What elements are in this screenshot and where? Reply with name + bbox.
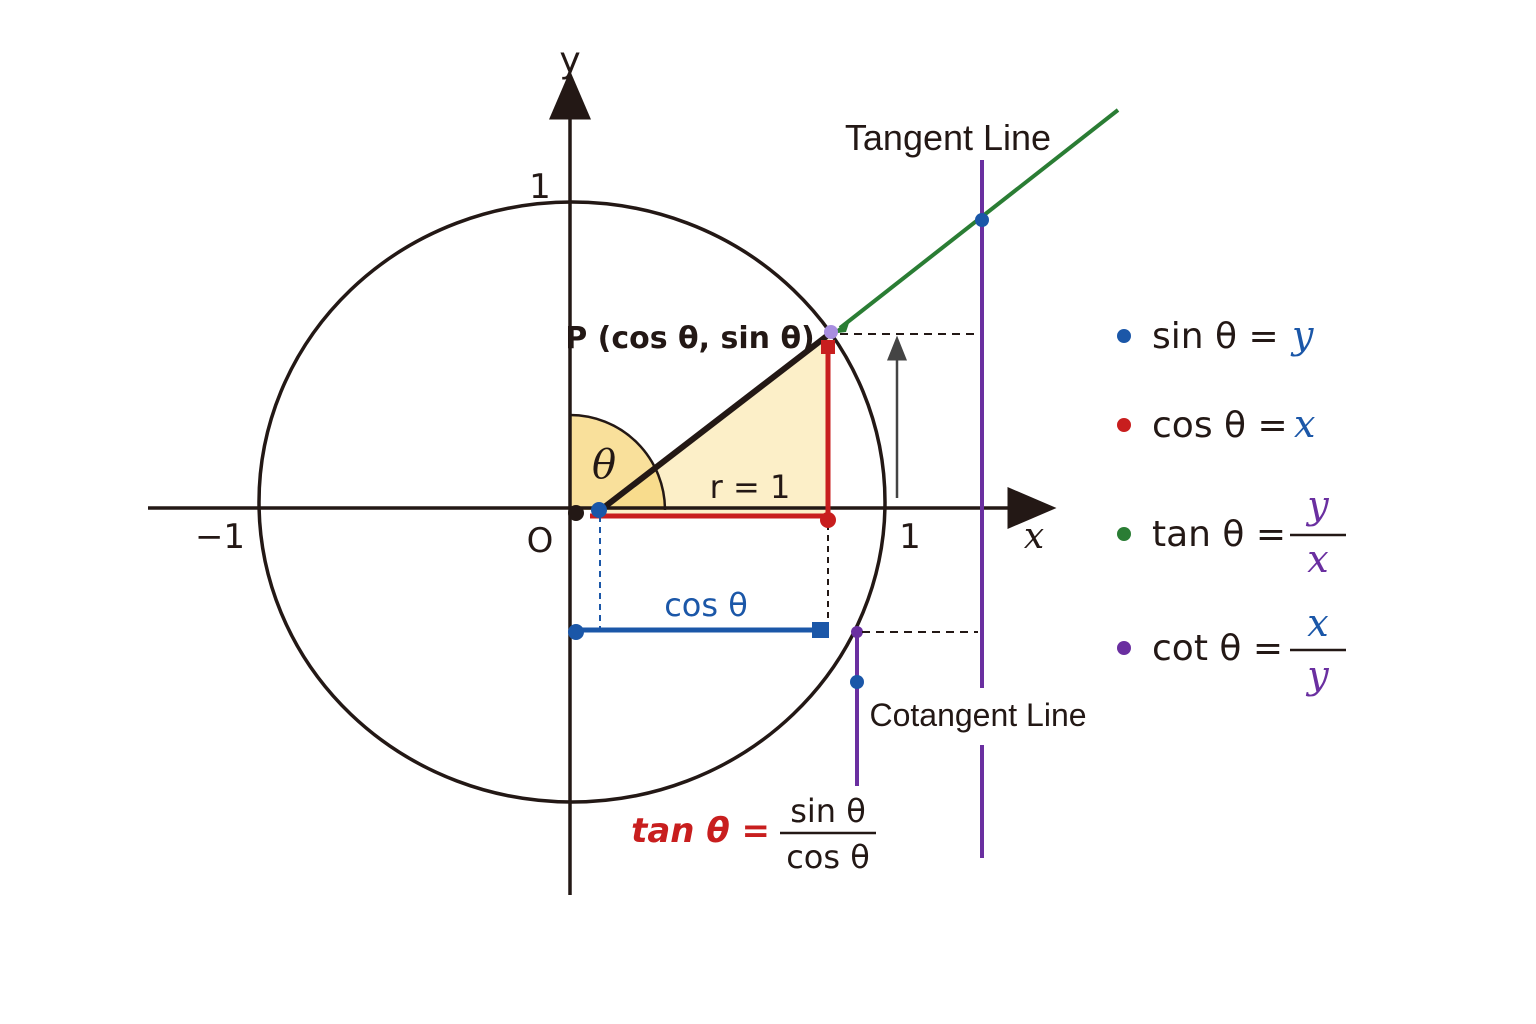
legend-cos-lhs: cos θ = — [1152, 405, 1288, 446]
cotangent-point-top — [851, 626, 863, 638]
cos-projection-start — [568, 624, 584, 640]
legend-tan-den: x — [1307, 537, 1328, 581]
legend-cot-num: x — [1307, 601, 1328, 645]
point-p — [824, 325, 838, 339]
legend-bullet-cot — [1117, 641, 1131, 655]
sin-segment-top — [821, 340, 835, 354]
tick-y1-label: 1 — [529, 167, 551, 207]
point-p-label: P (cos θ, sin θ) — [565, 321, 815, 356]
tangent-line-label: Tangent Line — [845, 117, 1051, 158]
angle-arc — [569, 413, 667, 511]
angle-sector — [570, 415, 665, 510]
legend-cos-rhs: x — [1294, 402, 1315, 446]
origin-point — [568, 505, 584, 521]
legend-bullet-cos — [1117, 418, 1131, 432]
tick-x1-label: 1 — [899, 517, 921, 557]
origin-label: O — [527, 521, 554, 561]
foot-point — [820, 512, 836, 528]
legend-sin-lhs: sin θ = — [1152, 316, 1279, 357]
legend-cot-lhs: cot θ = — [1152, 628, 1283, 669]
tangent-intersection-point — [975, 213, 989, 227]
cotangent-point-mid — [850, 675, 864, 689]
bottom-formula-numerator: sin θ — [790, 792, 866, 830]
radius-label: r = 1 — [710, 468, 791, 506]
unit-circle — [257, 200, 887, 804]
legend: sin θ = y cos θ = x tan θ = y x cot θ = … — [1117, 313, 1346, 697]
bottom-formula-lhs: tan θ = — [631, 811, 770, 851]
legend-bullet-sin — [1117, 329, 1131, 343]
legend-sin-rhs: y — [1290, 313, 1314, 357]
tick-neg1-label: −1 — [195, 517, 245, 557]
legend-tan-lhs: tan θ = — [1152, 514, 1286, 555]
radius-line — [596, 329, 834, 515]
cotangent-line-label: Cotangent Line — [869, 697, 1086, 733]
x-axis-label: x — [1024, 516, 1044, 557]
angle-label: θ — [592, 442, 616, 488]
legend-cot-den: y — [1305, 653, 1329, 697]
bottom-formula-denominator: cos θ — [786, 838, 870, 876]
cos-segment-label: cos θ — [664, 586, 748, 624]
legend-bullet-tan — [1117, 527, 1131, 541]
legend-tan-num: y — [1305, 483, 1329, 527]
cos-projection-end — [812, 622, 829, 638]
radius-start-point — [591, 502, 607, 518]
y-axis-label: y — [559, 40, 580, 81]
